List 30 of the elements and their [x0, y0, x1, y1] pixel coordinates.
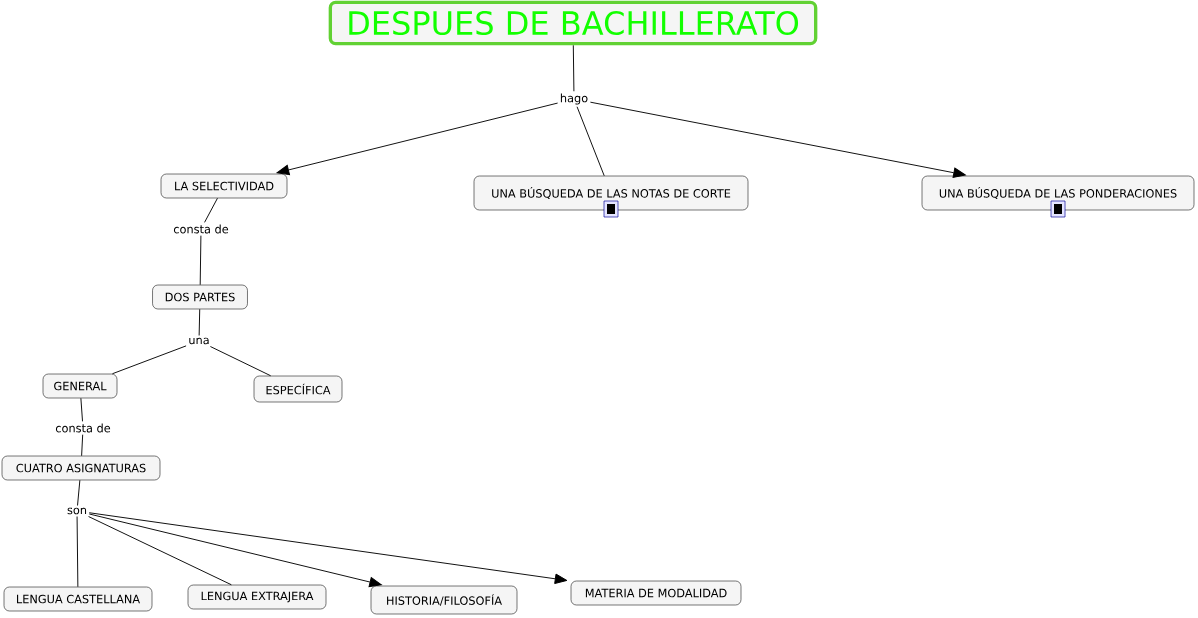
title-box: DESPUES DE BACHILLERATO — [328, 0, 818, 46]
connector — [76, 516, 79, 588]
concept-box: ESPECÍFICA — [253, 375, 343, 403]
concept-box: UNA BÚSQUEDA DE LAS NOTAS DE CORTE — [473, 175, 749, 211]
concept-box: DOS PARTES — [152, 284, 248, 310]
connector — [77, 479, 81, 506]
connector — [198, 308, 201, 336]
linking-phrase: una — [186, 335, 212, 347]
connector — [88, 513, 382, 588]
connector — [80, 397, 83, 422]
connector — [199, 235, 202, 286]
connector — [276, 102, 559, 176]
connector — [204, 197, 218, 223]
linking-phrase: son — [65, 505, 89, 517]
connector — [111, 345, 187, 375]
concept-box: HISTORIA/FILOSOFÍA — [370, 585, 518, 615]
concept-box: LA SELECTIVIDAD — [160, 173, 288, 199]
connector — [209, 346, 272, 377]
connector — [572, 44, 575, 92]
concept-box: LENGUA CASTELLANA — [3, 586, 153, 612]
concept-box: MATERIA DE MODALIDAD — [570, 580, 742, 606]
connector — [88, 512, 568, 584]
concept-box: UNA BÚSQUEDA DE LAS PONDERACIONES — [921, 175, 1195, 211]
connector — [81, 434, 84, 457]
connector — [88, 516, 232, 586]
concept-box: CUATRO ASIGNATURAS — [1, 455, 161, 481]
concept-box: GENERAL — [42, 373, 118, 399]
connector — [576, 106, 605, 177]
connector — [589, 101, 966, 178]
concept-box: LENGUA EXTRAJERA — [187, 584, 327, 610]
